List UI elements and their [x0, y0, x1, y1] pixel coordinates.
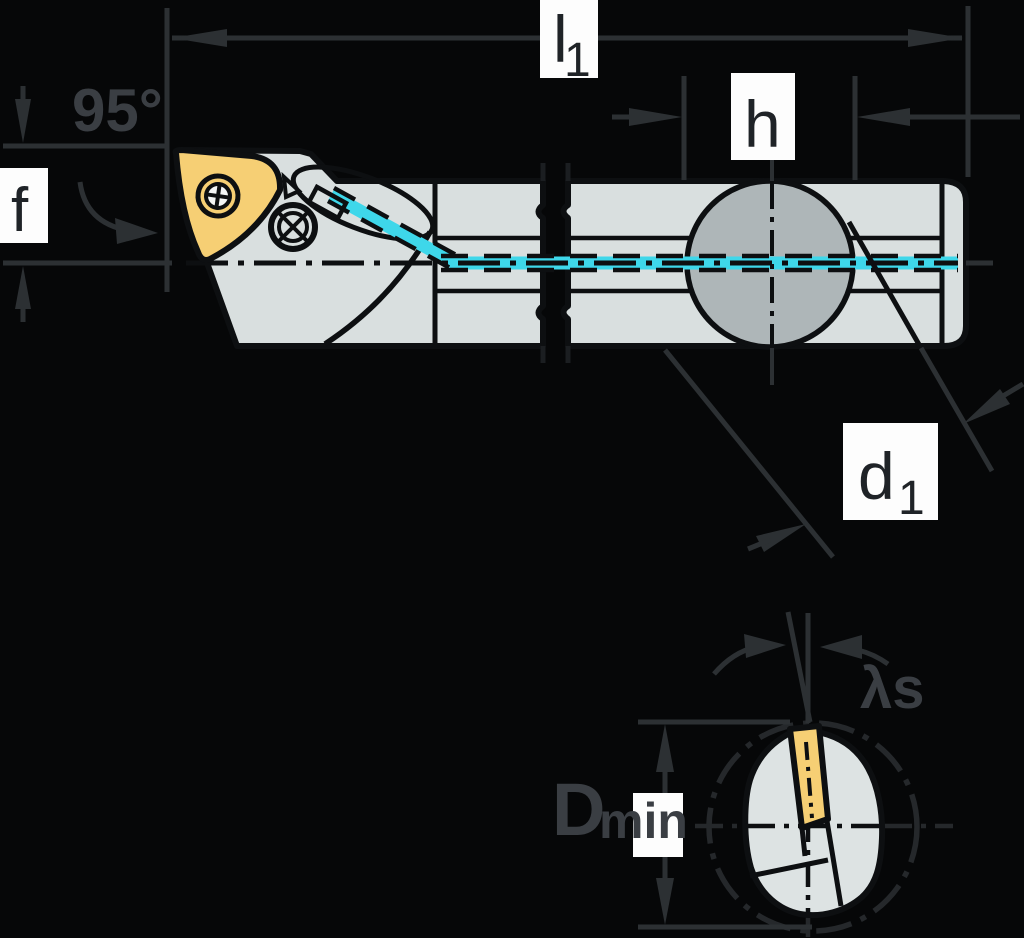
label-lambda-s: λs	[860, 656, 925, 721]
label-angle-95: 95°	[72, 77, 163, 144]
label-d1-base: d	[858, 439, 895, 513]
label-d1: d 1	[843, 423, 938, 525]
end-view-insert-centerline	[804, 741, 814, 819]
dim-d1	[663, 220, 1024, 559]
end-view	[638, 611, 953, 937]
coolant-inlet-rect	[305, 183, 350, 222]
dim-f	[3, 86, 172, 322]
insert-clamp-screw	[195, 173, 241, 219]
label-dmin-base: D	[552, 768, 605, 851]
label-l1-base: l	[553, 2, 568, 76]
side-view	[172, 147, 993, 385]
label-dmin-sub: min	[599, 793, 688, 849]
end-view-lines	[749, 820, 844, 907]
label-l1: l 1	[540, 0, 598, 87]
cartridge-screw	[268, 202, 318, 252]
coolant-diagonal	[327, 189, 459, 269]
dim-h	[612, 76, 1020, 181]
label-dmin: D min	[552, 768, 688, 857]
clamp-notch	[281, 171, 303, 200]
label-d1-sub: 1	[898, 472, 925, 525]
label-l1-sub: 1	[564, 34, 591, 87]
end-view-insert	[787, 723, 831, 831]
labels: l 1 h f 95° d 1 λs D min	[0, 0, 938, 857]
label-h: h	[731, 73, 795, 161]
dim-lambda-s	[712, 611, 890, 723]
break-lines	[540, 163, 571, 363]
label-f-text: f	[11, 176, 29, 245]
dim-angle-95	[77, 181, 158, 244]
label-f: f	[0, 168, 48, 245]
cartridge-ellipse	[290, 164, 436, 242]
label-h-text: h	[744, 87, 781, 161]
